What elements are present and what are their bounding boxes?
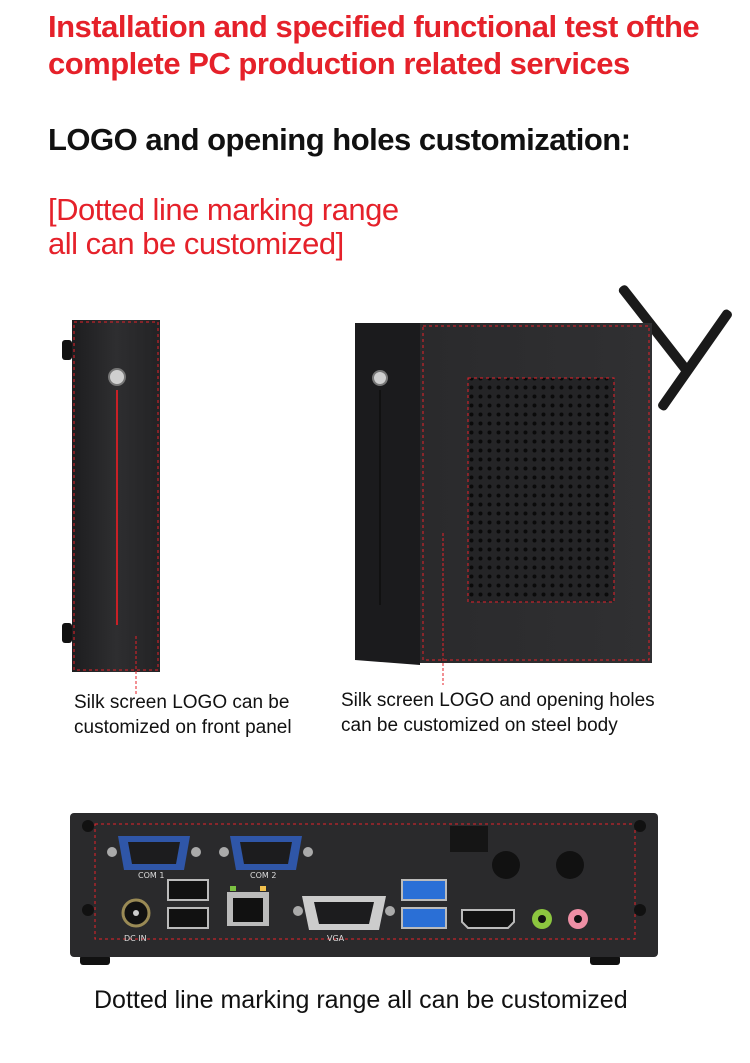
vga-port-icon bbox=[293, 896, 395, 930]
vga-label: VGA bbox=[327, 934, 345, 943]
steel-body-photo bbox=[355, 285, 732, 685]
com1-label: COM 1 bbox=[138, 871, 164, 880]
rear-panel-caption: Dotted line marking range all can be cus… bbox=[94, 986, 628, 1014]
hdmi-port-icon bbox=[461, 909, 515, 929]
power-button-icon bbox=[372, 370, 388, 386]
com1-port-icon bbox=[107, 836, 201, 870]
dc-in-label: DC IN bbox=[124, 934, 147, 943]
ethernet-port-icon bbox=[227, 886, 269, 926]
com2-label: COM 2 bbox=[250, 871, 276, 880]
section-subtitle: LOGO and opening holes customization: bbox=[48, 122, 631, 157]
antenna-icon bbox=[618, 285, 732, 411]
steel-body-caption: Silk screen LOGO and opening holes can b… bbox=[341, 690, 655, 736]
page-title: Installation and specified functional te… bbox=[48, 9, 700, 81]
usb3-ports-icon bbox=[401, 879, 447, 929]
rear-panel-photo: COM 1 COM 2 DC IN VGA bbox=[70, 813, 658, 965]
front-panel-caption: Silk screen LOGO can be customized on fr… bbox=[74, 692, 292, 738]
com2-port-icon bbox=[219, 836, 313, 870]
usb2-ports-icon bbox=[167, 879, 209, 929]
customization-note: [Dotted line marking range all can be cu… bbox=[48, 192, 399, 261]
power-button-icon bbox=[108, 368, 126, 386]
front-panel-photo bbox=[62, 320, 160, 694]
